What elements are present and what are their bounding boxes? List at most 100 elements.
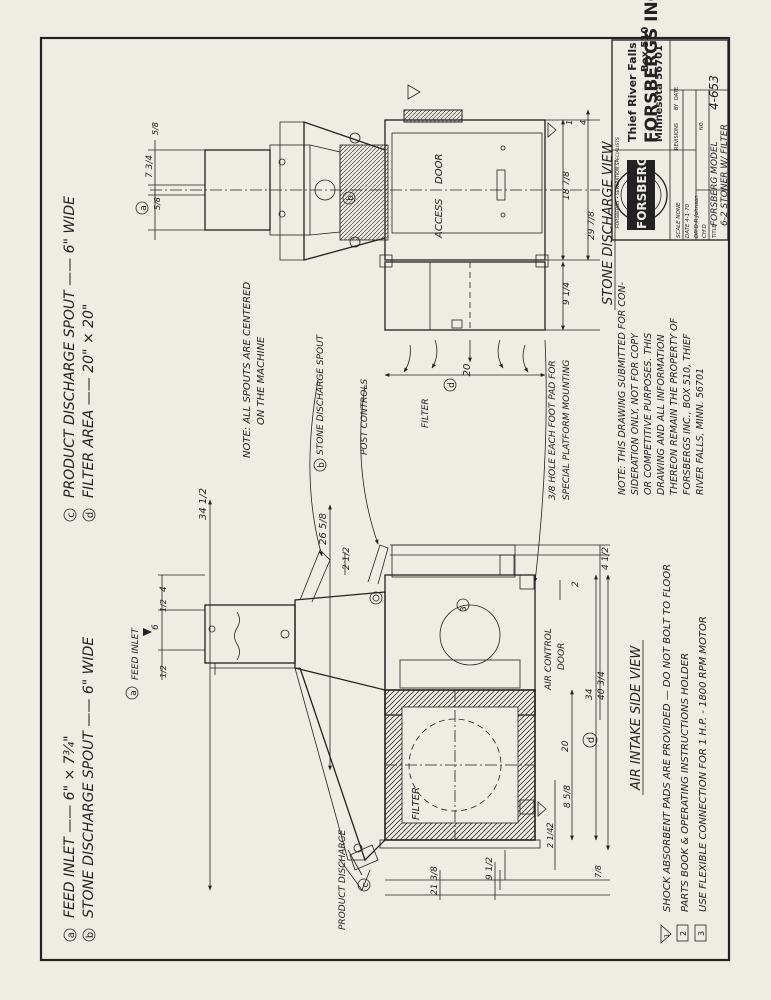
legend-marker-b xyxy=(82,928,96,942)
note-drawing-line2: SIDERATION ONLY, NOT FOR COPY xyxy=(630,332,641,495)
product-discharge-label: PRODUCT DISCHARGE xyxy=(338,829,348,930)
legend-marker-b-letter: b xyxy=(85,932,96,938)
dim-s-914: 9 1/4 xyxy=(562,282,572,305)
title-scale: SCALE NONE xyxy=(676,202,682,238)
legend-item-a: FEED INLET —— 6" × 7¾" xyxy=(62,735,78,918)
title-city: Thief River Falls xyxy=(626,42,639,142)
title-model-sub: 6-2 STONER W/ FILTER xyxy=(720,124,730,226)
dim-20: 20 xyxy=(561,740,571,752)
dim-912: 9 1/2 xyxy=(485,857,495,880)
title-block: Thief River Falls FORSBERGS INC. Box 510… xyxy=(611,0,730,241)
title-drawn: DR'D R.Johnson xyxy=(694,195,700,238)
note-drawing-line6: FORSBERGS INC., BOX 510, THIEF xyxy=(682,333,693,495)
logo-word: FORSBERG xyxy=(635,156,649,229)
dim-s-734: 7 3/4 xyxy=(145,155,155,178)
dim-78: 7/8 xyxy=(594,865,603,878)
dim-half-b: 1/2 xyxy=(159,665,168,678)
legend-item-c: PRODUCT DISCHARGE SPOUT —— 6" WIDE xyxy=(62,196,78,498)
access-door-label-2: DOOR xyxy=(434,154,445,184)
legend-item-d: FILTER AREA —— 20" × 20" xyxy=(81,304,97,498)
note-drawing-line1: NOTE: THIS DRAWING SUBMITTED FOR CON- xyxy=(617,281,628,495)
title-company: FORSBERGS INC. xyxy=(642,0,662,143)
svg-text:d: d xyxy=(447,382,457,388)
note-drawing-line7: RIVER FALLS, MINN. 56701 xyxy=(695,368,706,495)
filter-label-top: FILTER xyxy=(421,398,431,428)
dim-half-a: 1/2 xyxy=(159,599,168,612)
dim-s-20: 20 xyxy=(462,364,473,377)
dim-2: 2 xyxy=(571,581,581,587)
view-title-side: AIR INTAKE SIDE VIEW xyxy=(629,645,644,791)
dim-412: 4 1/2 xyxy=(601,547,611,570)
svg-text:a: a xyxy=(139,205,149,211)
dim-2138: 21 3/8 xyxy=(430,866,440,895)
title-no-label: NO. xyxy=(699,121,705,130)
legend-marker-a xyxy=(63,928,77,942)
title-revisions-label: REVISIONS xyxy=(674,123,680,150)
legend-marker-a-letter: a xyxy=(66,932,77,938)
filter-label-side: FILTER xyxy=(411,787,422,820)
note-drawing-line4: DRAWING AND ALL INFORMATION xyxy=(656,334,667,495)
note-drawing-line5: THEREON REMAIN THE PROPERTY OF xyxy=(669,317,680,495)
dim-s-58b: 5/8 xyxy=(153,197,162,210)
svg-text:c: c xyxy=(361,882,371,887)
air-control-label-1: AIR CONTROL xyxy=(544,628,554,691)
dim-34: 34 xyxy=(585,688,595,700)
legend-marker-d-letter: d xyxy=(85,512,96,518)
legend: a FEED INLET —— 6" × 7¾" b STONE DISCHAR… xyxy=(62,196,97,942)
title-state: Minnesota 56701 xyxy=(654,45,665,142)
dim-s-2978: 29 7/8 xyxy=(587,211,597,240)
dim-3412: 34 1/2 xyxy=(198,488,209,520)
legend-marker-c xyxy=(63,508,77,522)
svg-text:b: b xyxy=(317,462,327,468)
legend-marker-c-letter: c xyxy=(66,512,77,518)
foot-pad-label-1: 3/8 HOLE EACH FOOT PAD FOR xyxy=(548,360,558,500)
footnote-1-num: 1 xyxy=(663,934,671,938)
dim-2658: 26 5/8 xyxy=(318,513,329,545)
dim-4034: 40 3/4 xyxy=(597,671,607,700)
post-controls-label: POST CONTROLS xyxy=(360,378,370,455)
dim-s-1: 1 xyxy=(565,120,574,125)
title-by-label: BY xyxy=(674,103,680,110)
dim-s-58: 5/8 xyxy=(151,122,160,135)
legend-item-b: STONE DISCHARGE SPOUT —— 6" WIDE xyxy=(81,637,97,918)
forsberg-logo: FORSBERG xyxy=(614,156,668,230)
logo-ring-text: FORSBERGS • SEPARATION SPECIALISTS xyxy=(615,137,621,228)
footnotes: 1 SHOCK ABSORBENT PADS ARE PROVIDED — DO… xyxy=(660,564,709,944)
note-drawing: NOTE: THIS DRAWING SUBMITTED FOR CON- SI… xyxy=(617,281,706,495)
dim-2112: 2 1/2 xyxy=(342,547,352,570)
title-checked: CH'D xyxy=(702,224,708,238)
footnote-1: SHOCK ABSORBENT PADS ARE PROVIDED — DO N… xyxy=(662,564,673,912)
dim-6: 6 xyxy=(151,624,161,630)
footnote-3: USE FLEXIBLE CONNECTION FOR 1 H.P. - 180… xyxy=(698,616,709,912)
legend-marker-d xyxy=(82,508,96,522)
stone-spout-label: STONE DISCHARGE SPOUT xyxy=(316,333,326,455)
air-control-label-2: DOOR xyxy=(557,643,567,670)
note-drawing-line3: OR COMPETITIVE PURPOSES. THIS xyxy=(643,333,654,495)
view-title-stone: STONE DISCHARGE VIEW xyxy=(601,140,616,305)
title-box: Box 510 xyxy=(640,27,651,72)
footnote-3-num: 3 xyxy=(697,931,706,936)
title-date-label: DATE xyxy=(674,87,680,100)
title-title-label: TITLE xyxy=(712,224,718,239)
dim-4: 4 xyxy=(159,586,169,592)
footnote-2: PARTS BOOK & OPERATING INSTRUCTIONS HOLD… xyxy=(680,653,691,912)
title-date: DATE 4-1-70 xyxy=(685,203,691,238)
stone-discharge-view: ACCESS DOOR 20 xyxy=(135,84,616,392)
access-door-label-1: ACCESS xyxy=(434,198,445,239)
feed-inlet-label: FEED INLET xyxy=(131,627,141,680)
door-handle xyxy=(496,169,506,201)
svg-text:a: a xyxy=(129,690,139,696)
footnote-2-num: 2 xyxy=(679,931,688,936)
note-spouts-line2: ON THE MACHINE xyxy=(256,336,267,425)
dim-858: 8 5/8 xyxy=(563,785,573,808)
air-intake-side-view: 3 FILTER xyxy=(125,333,644,930)
sheet-border xyxy=(39,36,731,962)
title-model: FORSBERG MODEL xyxy=(710,141,720,226)
dim-s-4: 4 xyxy=(579,120,588,125)
svg-text:3: 3 xyxy=(459,606,468,611)
dim-2b: 2 xyxy=(546,822,556,828)
foot-pad-label-2: SPECIAL PLATFORM MOUNTING xyxy=(562,360,572,500)
dim-214: 2 1/4 xyxy=(546,827,555,848)
note-spouts-line1: NOTE: ALL SPOUTS ARE CENTERED xyxy=(242,282,253,458)
